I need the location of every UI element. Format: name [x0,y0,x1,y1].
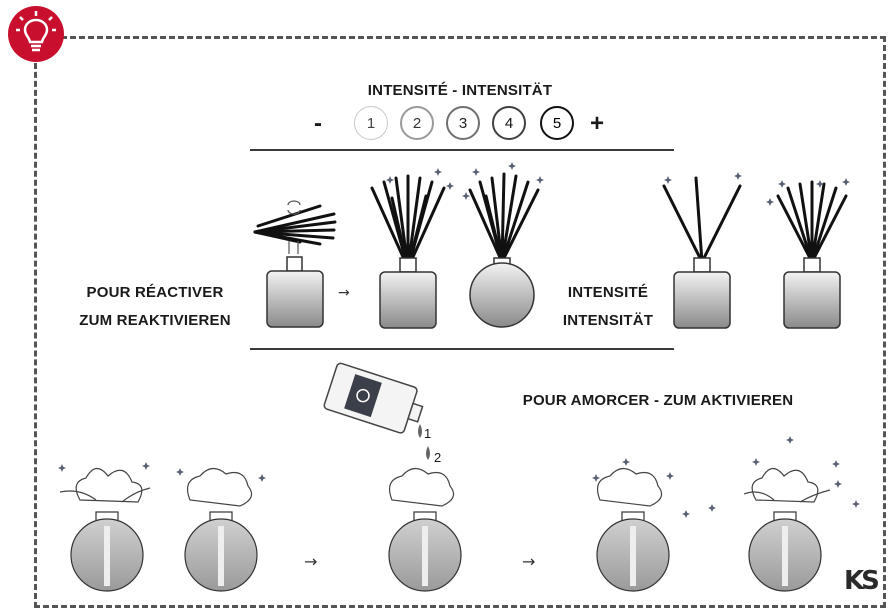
intensity-level-2: 2 [400,106,434,140]
dashed-frame [34,36,886,608]
divider-top [250,149,674,151]
intensity-scale: - 1 2 3 4 5 + [310,106,610,144]
bottle-empty-icon [266,256,324,328]
refill-bottle-icon [323,362,424,434]
drop-number-1: 1 [424,426,432,441]
drops-icon [418,424,430,460]
ks-logo: KS [844,566,880,596]
flower-diffuser-lily-2 [743,436,860,592]
side-intensity-label: INTENSITÉ INTENSITÄT [548,279,668,335]
bottle-few-reeds-icon [662,172,742,329]
flower-diffuser-rose-2 [388,467,462,592]
bottle-with-reeds-icon [370,168,454,329]
reactivate-line-fr: POUR RÉACTIVER [86,284,224,301]
rotate-arrows-icon [287,200,301,254]
intensity-level-5: 5 [540,106,574,140]
side-intensity-fr: INTENSITÉ [567,284,649,301]
drop-number-2: 2 [434,450,442,465]
bottle-many-reeds-icon [766,178,850,329]
intensity-level-4: 4 [492,106,526,140]
side-intensity-de: INTENSITÄT [562,312,654,329]
prime-label: POUR AMORCER - ZUM AKTIVIEREN [522,392,794,409]
intensity-minus: - [314,110,322,137]
flower-diffuser-lily-1 [58,462,151,592]
lightbulb-icon [16,11,56,52]
intensity-level-3: 3 [446,106,480,140]
arrow-right-icon: → [338,285,350,301]
loose-reeds-icon [253,204,337,246]
reactivate-label: POUR RÉACTIVER ZUM REAKTIVIEREN [70,279,240,335]
flower-diffuser-rose-3 [592,458,716,592]
arrow-right-icon-2: → [304,552,317,571]
round-bottle-with-reeds-icon [462,162,544,328]
tip-badge [8,6,64,62]
divider-bottom [250,348,674,350]
reactivate-line-de: ZUM REAKTIVIEREN [79,312,231,329]
intensity-level-1: 1 [354,106,388,140]
arrow-right-icon-3: → [522,552,535,571]
intensity-title: INTENSITÉ - INTENSITÄT [367,82,553,99]
intensity-plus: + [590,110,605,137]
flower-diffuser-rose-1 [176,467,266,592]
